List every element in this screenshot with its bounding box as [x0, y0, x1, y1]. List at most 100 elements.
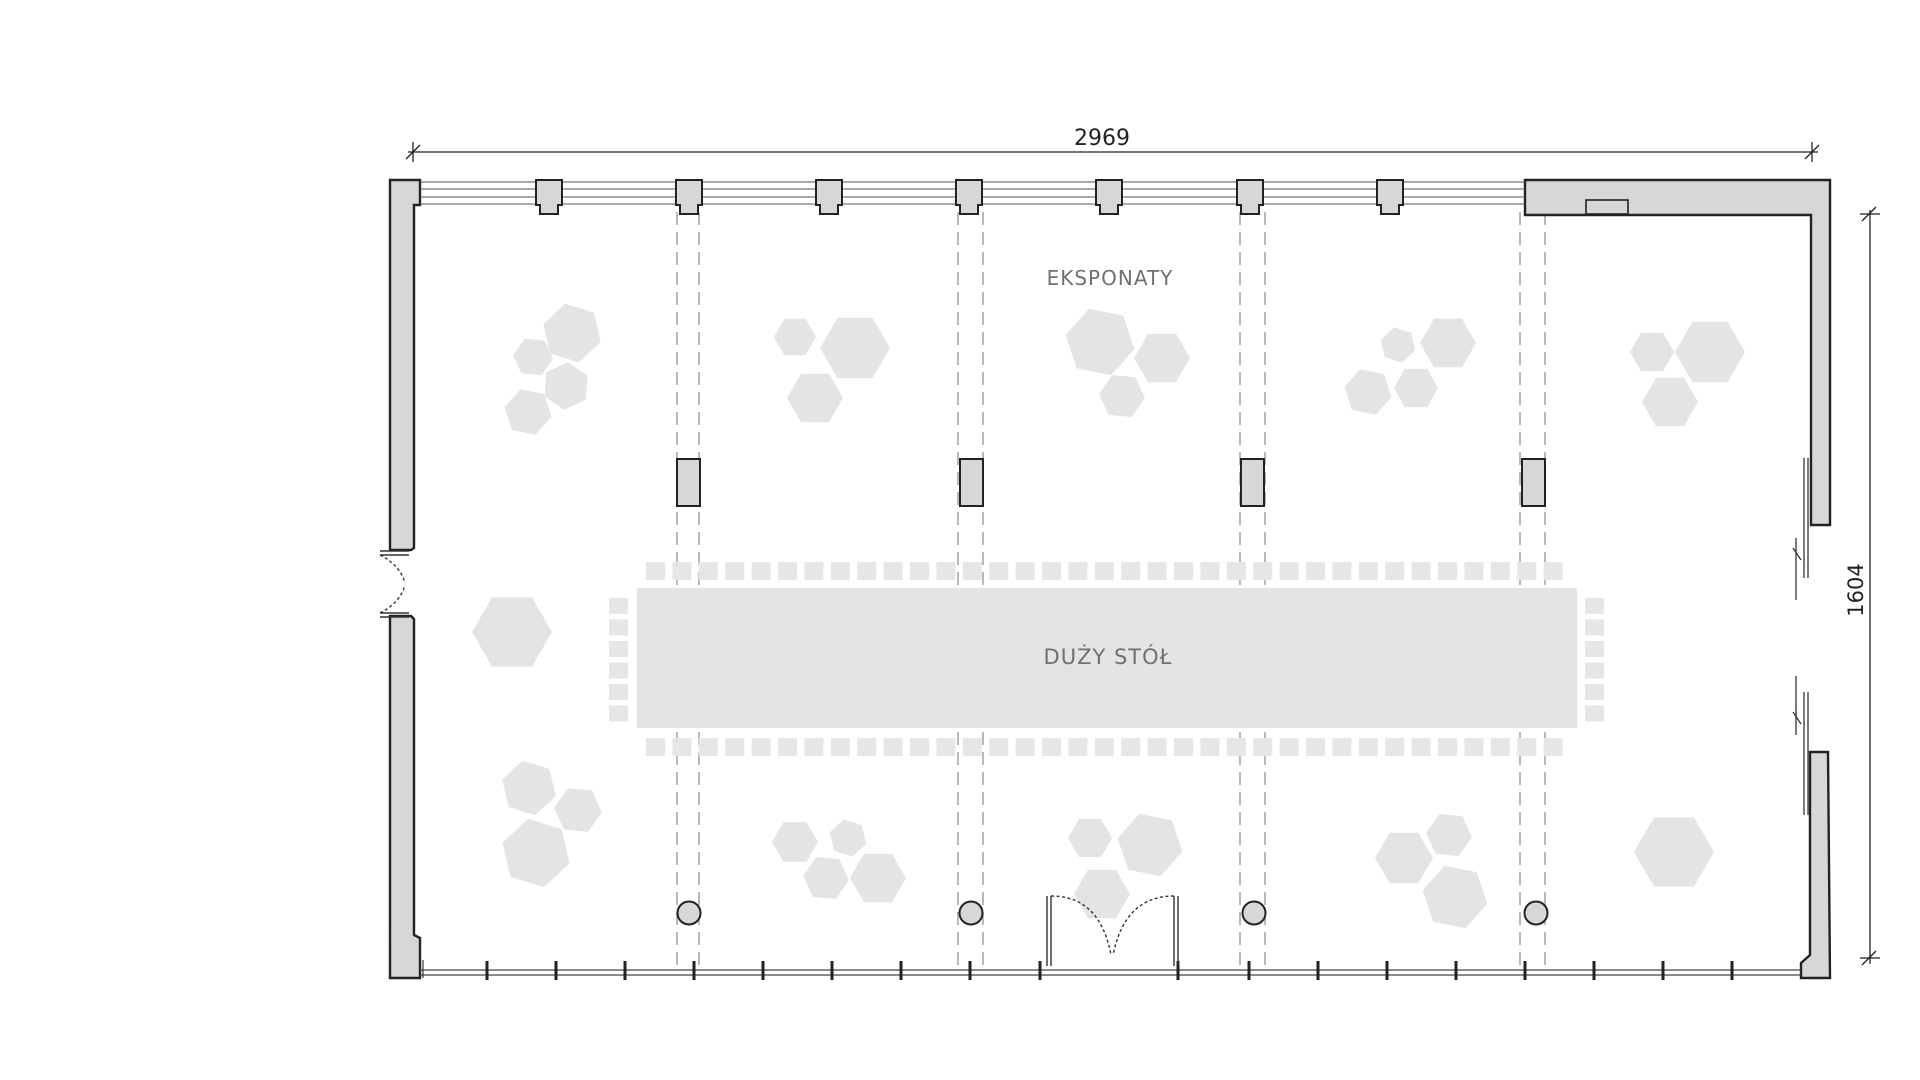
chair [1094, 562, 1114, 580]
chair [609, 662, 628, 679]
chair [936, 562, 956, 580]
top-pillar [1376, 179, 1404, 215]
exhibit-hexagon [502, 818, 570, 888]
chair [1385, 562, 1405, 580]
chair [962, 738, 982, 756]
exhibit-hexagon [1394, 368, 1438, 408]
chair [725, 738, 745, 756]
chair [1543, 738, 1563, 756]
chair [857, 562, 877, 580]
chair [698, 738, 718, 756]
chair [1068, 738, 1088, 756]
chair [1490, 738, 1510, 756]
table-chairs [609, 562, 1604, 756]
chair [1015, 562, 1035, 580]
exhibit-hexagon [1422, 865, 1488, 929]
wall-left-lower [388, 614, 422, 980]
exhibit-hexagon [1375, 832, 1433, 884]
table-zone-label: DUŻY STÓŁ [1044, 644, 1173, 669]
chair [1147, 562, 1167, 580]
exhibit-hexagon [543, 303, 601, 363]
large-table [637, 588, 1577, 728]
exhibits-zone-label: EKSPONATY [1047, 266, 1174, 290]
top-pillar [1236, 179, 1264, 215]
exhibit-hexagon [513, 338, 553, 376]
chair [1147, 738, 1167, 756]
beam-lines [676, 212, 1546, 970]
chair [778, 562, 797, 580]
chair [1121, 562, 1141, 580]
top-pillar [815, 179, 843, 215]
exhibit-hexagon [1117, 813, 1183, 877]
chair [883, 562, 903, 580]
chair [1306, 562, 1325, 580]
chair [1306, 738, 1325, 756]
width-dimension-label: 2969 [1074, 126, 1130, 151]
round-columns [676, 900, 1549, 926]
chair [672, 562, 692, 580]
chair [1094, 738, 1114, 756]
chair [1517, 738, 1537, 756]
chair [1042, 562, 1061, 580]
dimension-width [405, 142, 1820, 162]
exhibit-hexagon [772, 822, 818, 862]
chair [1585, 598, 1604, 614]
chair [698, 562, 718, 580]
chair [1411, 738, 1431, 756]
exhibit-hexagon [787, 373, 843, 423]
chair [609, 619, 628, 636]
chair [1332, 738, 1352, 756]
top-pillar [955, 179, 983, 215]
chair [609, 641, 628, 657]
exhibit-hexagon [829, 819, 867, 857]
chair [1543, 562, 1563, 580]
chair [1253, 738, 1273, 756]
chair [936, 738, 956, 756]
vent-box [1585, 199, 1629, 215]
wall-right-lower [1799, 750, 1832, 980]
chair [1490, 562, 1510, 580]
dimension-height [1860, 206, 1880, 966]
chair [1385, 738, 1405, 756]
chair [1517, 562, 1537, 580]
chair [609, 598, 628, 614]
chair [1121, 738, 1141, 756]
chair [1585, 641, 1604, 657]
chair [751, 738, 771, 756]
chair [1585, 662, 1604, 679]
exhibit-hexagon [1134, 333, 1190, 383]
top-pillar [1095, 179, 1123, 215]
chair [1279, 562, 1299, 580]
exhibit-hexagon [1426, 814, 1472, 856]
top-pillars [535, 179, 1404, 215]
chair [1438, 562, 1457, 580]
chair [1464, 562, 1484, 580]
chair [1200, 738, 1220, 756]
chair [804, 738, 824, 756]
chair [1411, 562, 1431, 580]
exhibit-hexagon [1675, 321, 1745, 383]
top-pillar [675, 179, 703, 215]
chair [1015, 738, 1035, 756]
height-dimension-label: 1604 [1844, 563, 1868, 616]
chair [672, 738, 692, 756]
exhibit-hexagon [1380, 327, 1416, 363]
chair [1253, 562, 1273, 580]
chair [830, 562, 850, 580]
exhibit-hexagon [820, 317, 890, 379]
exhibit-hexagons [472, 303, 1745, 929]
chair [646, 562, 665, 580]
exhibit-hexagon [544, 362, 588, 410]
chair [1068, 562, 1088, 580]
exhibit-hexagon [1068, 818, 1112, 858]
chair [1358, 562, 1378, 580]
exhibit-hexagon [472, 597, 552, 667]
exhibit-hexagon [1344, 369, 1392, 415]
bottom-window-band [420, 960, 1801, 978]
chair [1226, 562, 1246, 580]
chair [1226, 738, 1246, 756]
chair [962, 562, 982, 580]
chair [989, 562, 1009, 580]
chair [1174, 738, 1193, 756]
